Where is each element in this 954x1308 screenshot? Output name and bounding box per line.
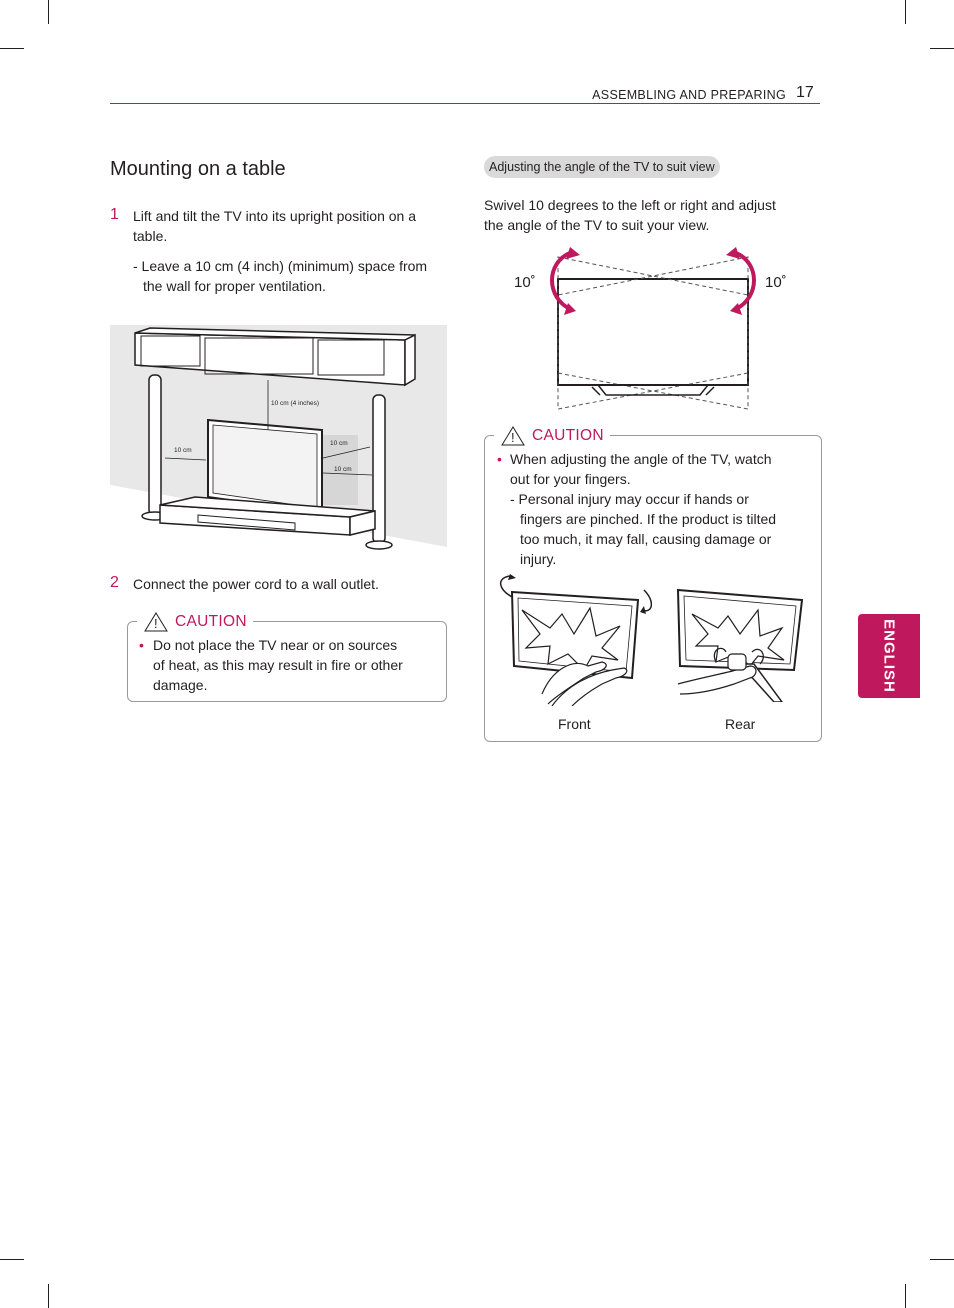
running-header: ASSEMBLING AND PREPARING <box>592 88 786 102</box>
caption-rear: Rear <box>725 716 756 732</box>
step1-line2: table. <box>133 228 168 244</box>
caution-header-swivel: ! CAUTION <box>494 425 610 447</box>
page-number: 17 <box>796 84 814 101</box>
step-number-1: 1 <box>110 206 119 223</box>
swivel-intro-line2: the angle of the TV to suit your view. <box>484 217 710 233</box>
crop-mark <box>0 48 24 49</box>
language-tab-label: ENGLISH <box>880 619 898 693</box>
crop-mark <box>930 48 954 49</box>
clearance-label-right-top: 10 cm <box>330 440 348 447</box>
swivel-diagram: 10˚ 10˚ <box>514 247 787 410</box>
step1-line1: Lift and tilt the TV into its upright po… <box>133 208 417 224</box>
bullet: • <box>139 637 144 653</box>
svg-text:!: ! <box>154 616 158 631</box>
caution-box-swivel <box>484 435 822 742</box>
rear-pinch-illustration <box>676 588 804 702</box>
caution-label: CAUTION <box>532 427 604 444</box>
header-rule <box>110 103 820 104</box>
crop-mark <box>48 0 49 24</box>
crop-mark <box>930 1259 954 1260</box>
clearance-label-left: 10 cm <box>174 447 192 454</box>
table-mounting-illustration: 10 cm (4 inches) 10 cm 10 cm 10 cm <box>110 325 447 557</box>
caution-line3: damage. <box>153 677 208 693</box>
caution-line1: Do not place the TV near or on sources <box>153 637 398 653</box>
step1-sub-line2: the wall for proper ventilation. <box>143 278 326 294</box>
angle-right-label: 10˚ <box>765 274 787 291</box>
caution-box <box>127 621 447 702</box>
step1-sub-line1: - Leave a 10 cm (4 inch) (minimum) space… <box>133 258 428 274</box>
subsection-pill: Adjusting the angle of the TV to suit vi… <box>484 156 720 178</box>
language-tab: ENGLISH <box>858 614 920 698</box>
section-title: Mounting on a table <box>110 158 286 180</box>
angle-left-label: 10˚ <box>514 274 536 291</box>
crop-mark <box>905 1284 906 1308</box>
caution-line2: of heat, as this may result in fire or o… <box>153 657 403 673</box>
warning-icon: ! <box>144 612 168 632</box>
caution-swivel-sub1: - Personal injury may occur if hands or <box>510 491 749 507</box>
svg-text:!: ! <box>511 430 515 445</box>
bullet: • <box>497 451 502 467</box>
crop-mark <box>48 1284 49 1308</box>
crop-mark <box>905 0 906 24</box>
caution-swivel-sub3: too much, it may fall, causing damage or <box>520 531 772 547</box>
caution-swivel-sub2: fingers are pinched. If the product is t… <box>520 511 777 527</box>
caution-label: CAUTION <box>175 613 247 630</box>
caution-swivel-sub4: injury. <box>520 551 557 567</box>
crop-mark <box>0 1259 24 1260</box>
step2-text: Connect the power cord to a wall outlet. <box>133 576 379 592</box>
clearance-label-top: 10 cm (4 inches) <box>271 400 319 407</box>
caution-swivel-line1: When adjusting the angle of the TV, watc… <box>510 451 772 467</box>
caution-header: ! CAUTION <box>137 611 253 633</box>
step-number-2: 2 <box>110 574 119 591</box>
clearance-label-right: 10 cm <box>334 466 352 473</box>
front-pinch-illustration <box>500 574 652 706</box>
warning-icon: ! <box>501 426 525 446</box>
caption-front: Front <box>558 716 591 732</box>
swivel-intro-line1: Swivel 10 degrees to the left or right a… <box>484 197 776 213</box>
caution-swivel-line2: out for your fingers. <box>510 471 631 487</box>
